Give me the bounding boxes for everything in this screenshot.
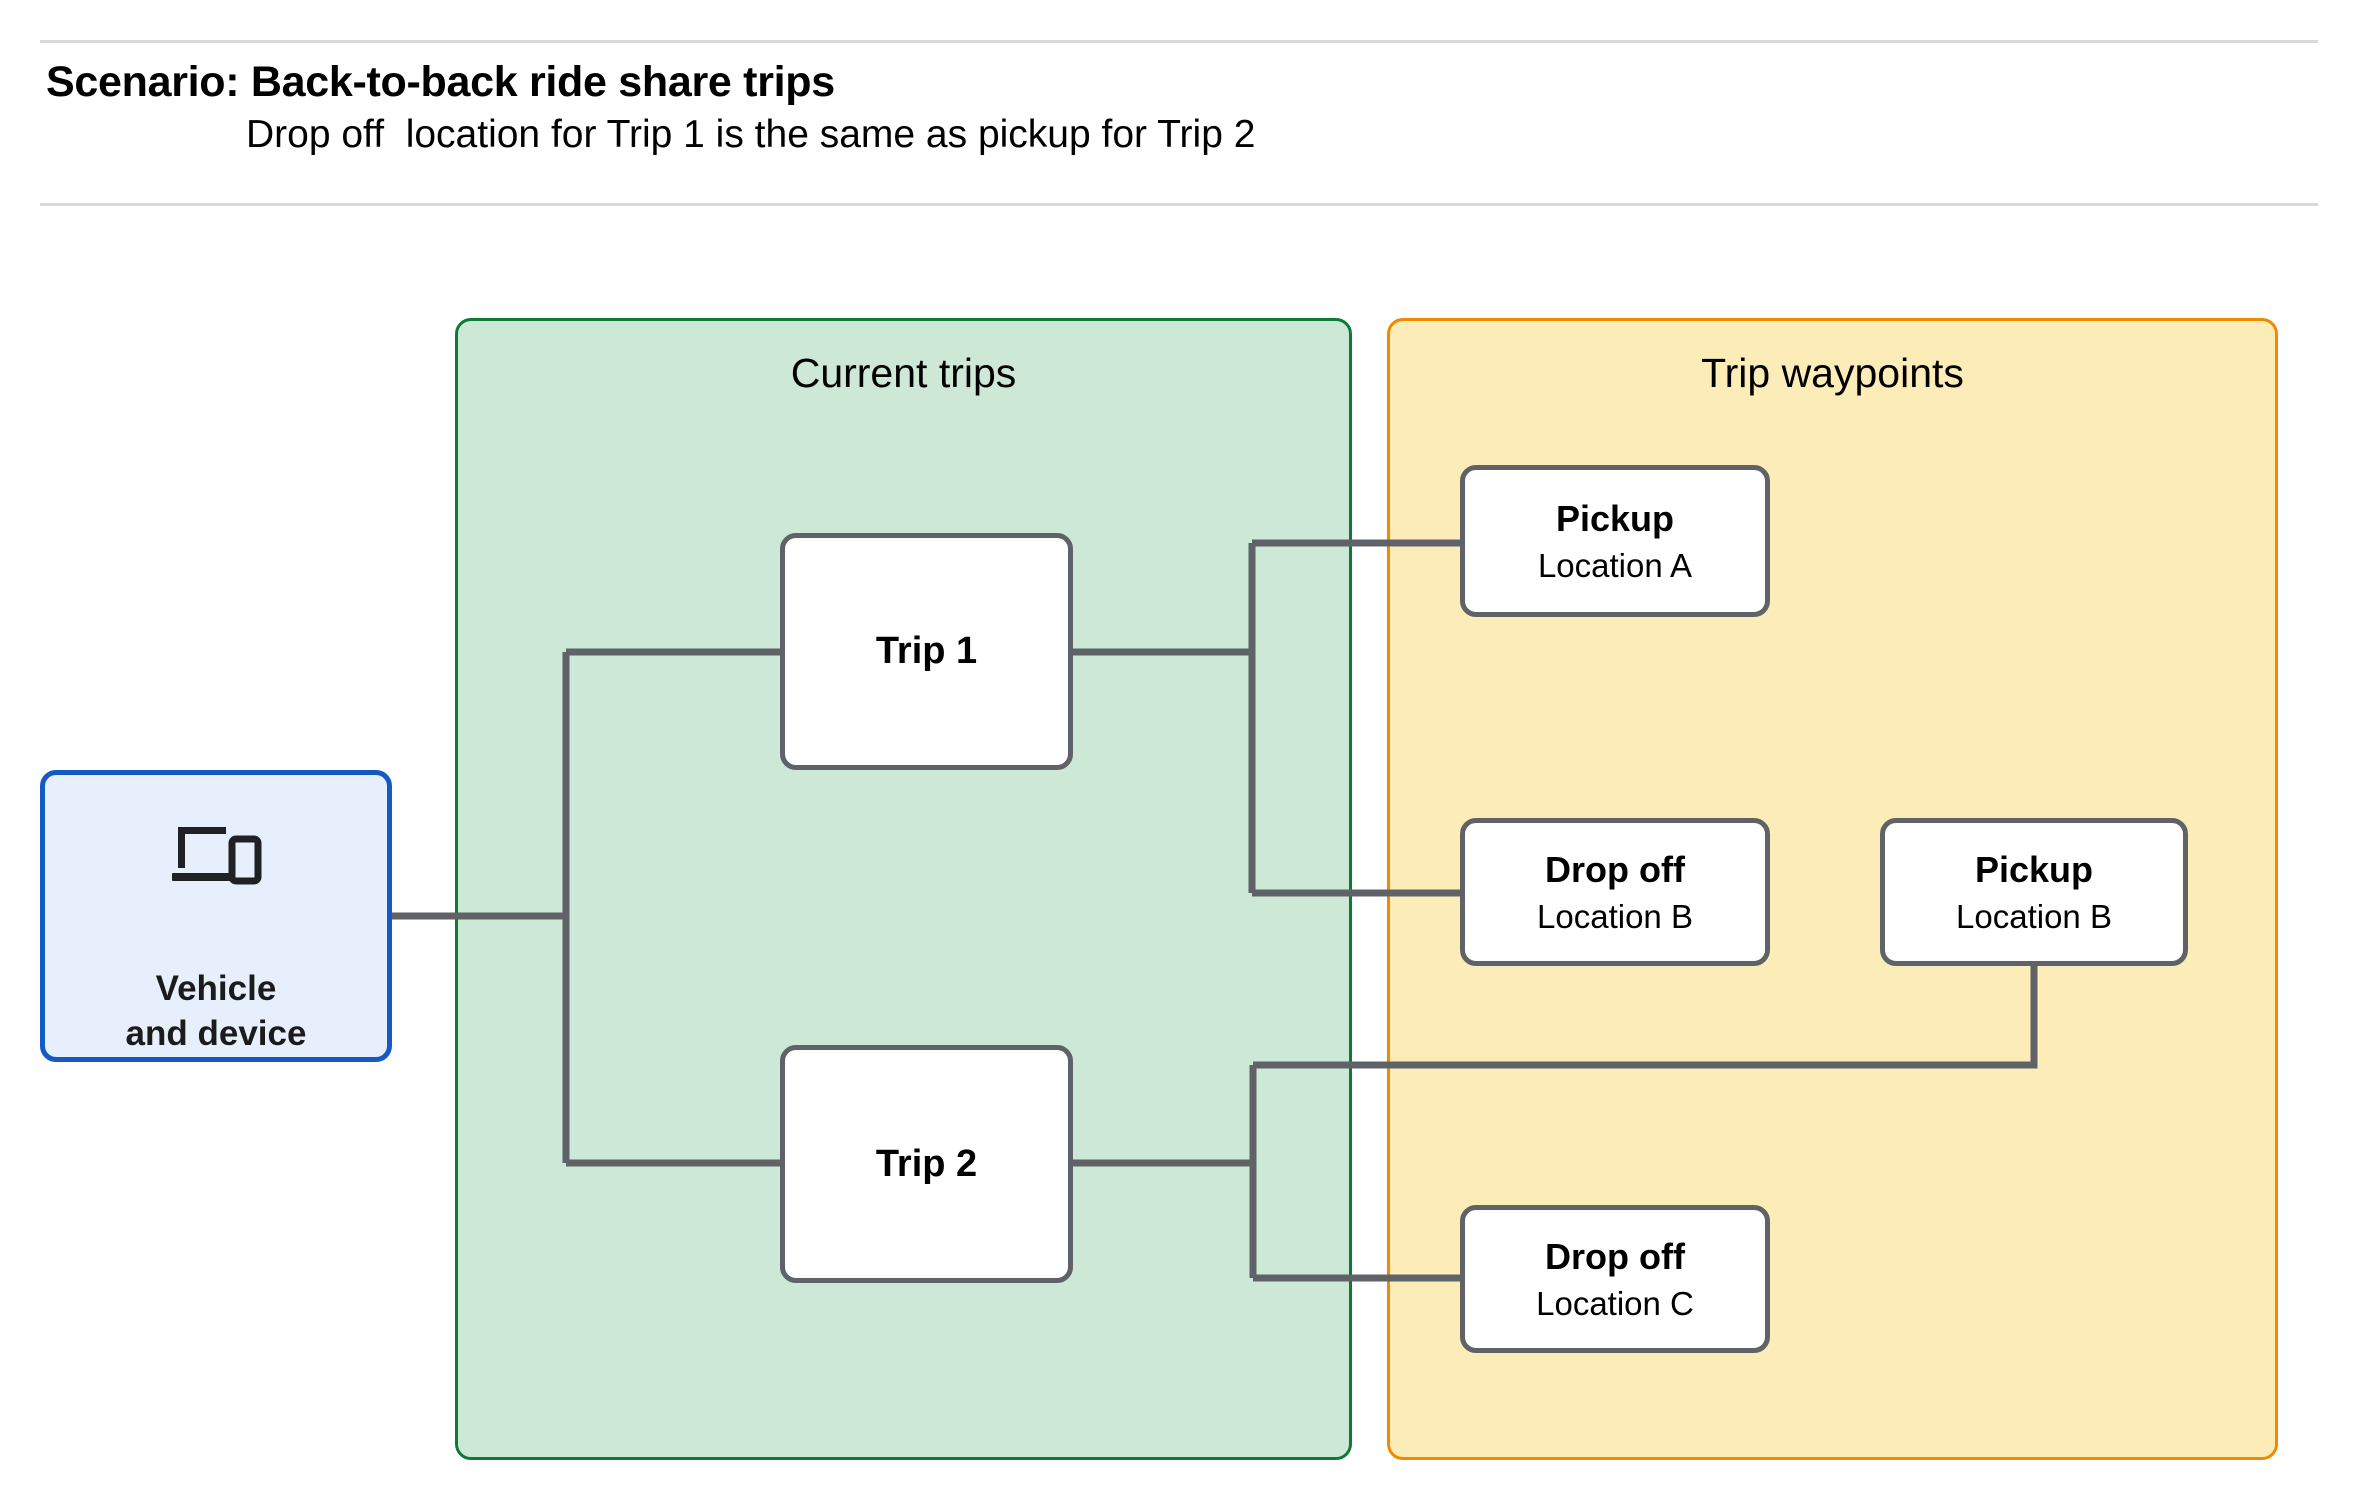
waypoint-dropoff-location-b[interactable]: Drop off Location B [1460, 818, 1770, 966]
waypoint-dropoff-c-location: Location C [1536, 1284, 1694, 1322]
vehicle-and-device-node[interactable]: Vehicle and device [40, 770, 392, 1062]
waypoint-pickup-b-title: Pickup [1974, 848, 2094, 890]
header-bottom-divider [40, 203, 2318, 206]
page-title: Scenario: Back-to-back ride share trips [46, 58, 835, 106]
waypoint-dropoff-b-location: Location B [1537, 897, 1693, 935]
trip-2-label: Trip 2 [875, 1142, 978, 1185]
trip-2-node[interactable]: Trip 2 [780, 1045, 1073, 1283]
vehicle-node-label: Vehicle and device [125, 969, 307, 1053]
trip-1-label: Trip 1 [875, 630, 978, 672]
waypoint-pickup-b-location: Location B [1956, 897, 2112, 935]
page-subtitle: Drop off location for Trip 1 is the same… [246, 113, 1256, 157]
waypoint-pickup-location-b[interactable]: Pickup Location B [1880, 818, 2188, 966]
header-top-divider [40, 40, 2318, 43]
waypoint-dropoff-c-title: Drop off [1545, 1235, 1685, 1277]
waypoint-dropoff-location-c[interactable]: Drop off Location C [1460, 1205, 1770, 1353]
group-trip-waypoints-title: Trip waypoints [1701, 350, 1964, 396]
group-current-trips: Current trips [455, 318, 1352, 1460]
laptop-and-phone-icon [172, 827, 262, 885]
waypoint-pickup-a-title: Pickup [1555, 497, 1675, 539]
group-current-trips-title: Current trips [790, 350, 1017, 396]
trip-1-node[interactable]: Trip 1 [780, 533, 1073, 770]
waypoint-pickup-location-a[interactable]: Pickup Location A [1460, 465, 1770, 617]
waypoint-pickup-a-location: Location A [1537, 546, 1693, 584]
header-block: Scenario: Back-to-back ride share trips … [46, 58, 2316, 158]
waypoint-dropoff-b-title: Drop off [1545, 848, 1685, 890]
